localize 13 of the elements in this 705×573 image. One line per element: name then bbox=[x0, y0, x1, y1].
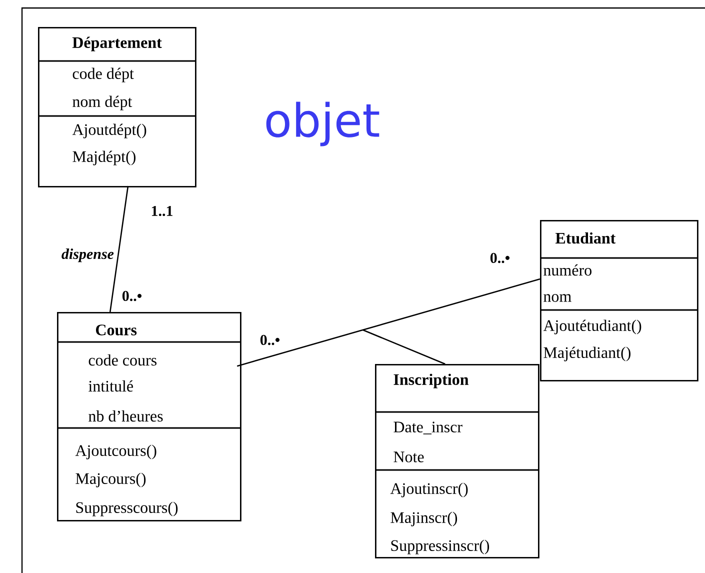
class-box: Etudiant numéro nom Ajoutétudiant() Majétudiant() bbox=[540, 220, 698, 382]
association-line bbox=[236, 278, 540, 367]
class-box: Cours code cours intitulé nb d’heures Ajoutcours() Majcours() Suppresscours() bbox=[57, 312, 242, 522]
multiplicity-label: 0..• bbox=[260, 334, 280, 346]
association-line bbox=[109, 186, 129, 312]
association-line bbox=[362, 329, 446, 365]
multiplicity-label: 0..• bbox=[122, 290, 142, 302]
multiplicity-label: 1..1 bbox=[152, 206, 172, 216]
title: objet bbox=[266, 102, 380, 146]
class-box: Inscription Date_inscr Note Ajoutinscr() Majinscr() Suppressinscr() bbox=[375, 364, 540, 558]
edge-label: dispense bbox=[60, 248, 115, 264]
multiplicity-label: 0..• bbox=[490, 252, 510, 264]
class-box: Département code dépt nom dépt Ajoutdépt() Majdépt() bbox=[38, 27, 196, 188]
